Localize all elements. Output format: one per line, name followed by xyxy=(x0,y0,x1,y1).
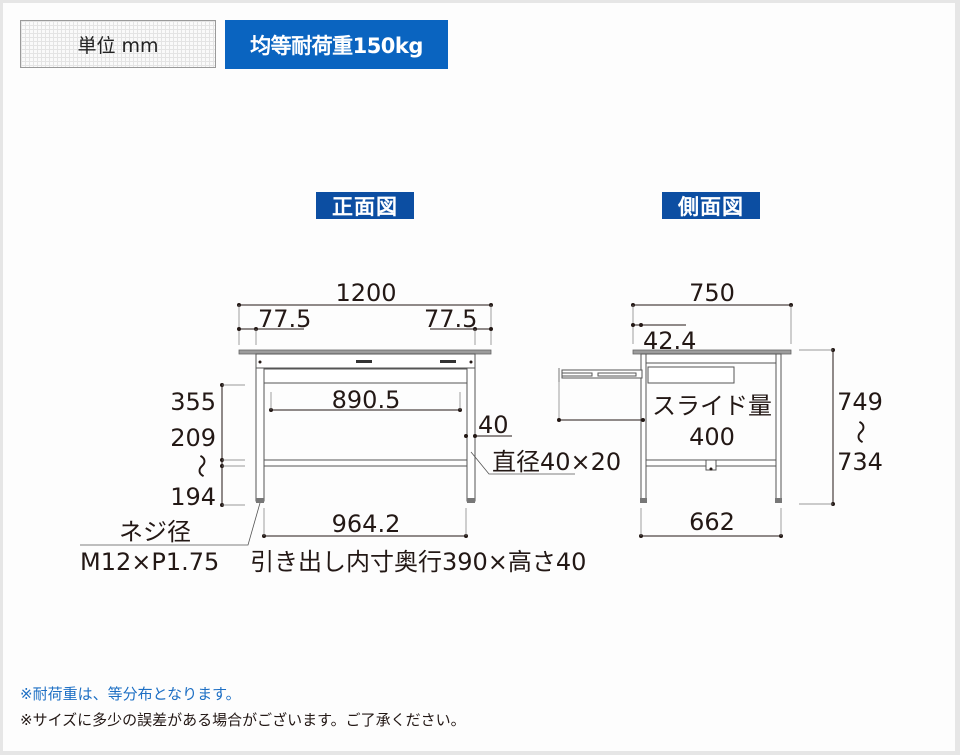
load-capacity-badge: 均等耐荷重150kg xyxy=(225,20,448,69)
adjuster-thread: M12×P1.75 xyxy=(80,548,219,576)
dim-overall-depth: 750 xyxy=(689,279,735,307)
slide-label: スライド量 xyxy=(652,392,772,420)
dim-height-range-sep-side: 〜 xyxy=(846,420,874,444)
dim-height-shelf-min: 194 xyxy=(170,483,216,511)
side-view-drawing: 750 42.4 スライド量 400 662 xyxy=(557,279,883,538)
load-capacity-label: 均等耐荷重150kg xyxy=(250,33,423,58)
dim-drawer-inner-width: 890.5 xyxy=(332,386,401,414)
front-view-drawing: 1200 77.5 77.5 890.5 xyxy=(80,279,621,576)
adjuster-label: ネジ径 xyxy=(119,518,191,546)
footnote-tolerance: ※サイズに多少の誤差がある場合がございます。ご了承ください。 xyxy=(20,711,466,729)
page-frame xyxy=(3,3,955,751)
unit-badge: 単位 mm xyxy=(20,20,216,68)
dim-height-max: 749 xyxy=(837,388,883,416)
dim-right-overhang: 77.5 xyxy=(424,305,477,333)
dim-height-apron: 355 xyxy=(170,388,216,416)
dim-height-shelf-max: 209 xyxy=(170,424,216,452)
dim-slide-amount: 400 xyxy=(689,423,735,451)
front-view-title-text: 正面図 xyxy=(332,194,398,219)
dim-pipe-size: 直径40×20 xyxy=(492,448,621,476)
footnote-load: ※耐荷重は、等分布となります。 xyxy=(20,685,241,703)
dim-left-overhang: 77.5 xyxy=(258,305,311,333)
side-view-title-text: 側面図 xyxy=(678,194,744,219)
dim-leg-size: 40 xyxy=(478,411,509,439)
dim-height-range-sep: 〜 xyxy=(187,454,215,478)
drawer-inner-note: 引き出し内寸奥行390×高さ40 xyxy=(250,548,586,576)
dim-overall-width: 1200 xyxy=(335,279,396,307)
dim-height-min: 734 xyxy=(837,448,883,476)
side-view-title: 側面図 xyxy=(662,192,760,219)
front-view-title: 正面図 xyxy=(316,192,414,219)
dim-side-leg-span: 662 xyxy=(689,508,735,536)
dim-leg-span: 964.2 xyxy=(332,510,401,538)
unit-label: 単位 mm xyxy=(77,34,159,57)
